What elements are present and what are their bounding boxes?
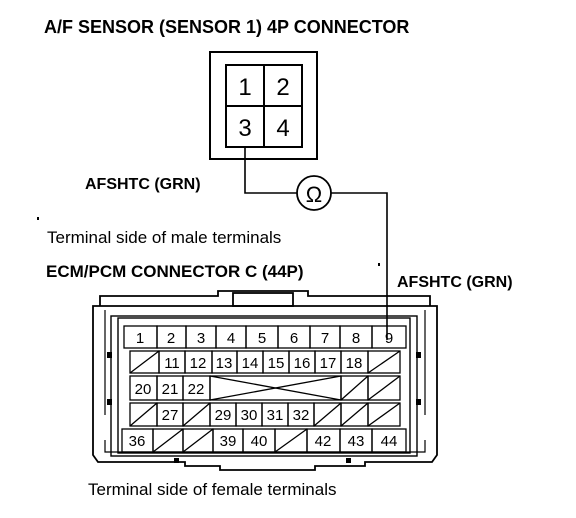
sensor-pin-1: 1 [238,74,251,101]
ecm-row-2-labels: 11 12 13 14 15 16 17 18 [164,355,362,372]
ecm-terminal-14: 14 [242,355,259,372]
ecm-terminal-20: 20 [135,381,152,398]
sensor-pin-4: 4 [276,115,289,142]
sensor-connector-title: A/F SENSOR (SENSOR 1) 4P CONNECTOR [44,17,409,37]
ecm-terminal-30: 30 [241,407,258,424]
ecm-terminal-15: 15 [268,355,285,372]
ohmmeter-icon [296,175,332,211]
ecm-44p-connector [92,290,438,471]
ecm-row-4-labels: 27 29 30 31 32 [162,407,310,424]
ecm-terminal-22: 22 [188,381,205,398]
ecm-terminal-12: 12 [190,355,207,372]
ecm-terminal-39: 39 [220,433,237,450]
ecm-terminal-7: 7 [321,330,329,347]
ecm-terminal-29: 29 [215,407,232,424]
ecm-row-2 [129,350,401,374]
ecm-terminal-43: 43 [348,433,365,450]
male-side-caption: Terminal side of male terminals [47,228,281,247]
connector-latch-marks [107,352,421,463]
ecm-row-3-labels: 20 21 22 [135,381,205,398]
ecm-terminal-5: 5 [258,330,266,347]
sensor-pin-2: 2 [276,74,289,101]
ecm-terminal-2: 2 [167,330,175,347]
ecm-terminal-40: 40 [251,433,268,450]
right-wire-label: AFSHTC (GRN) [397,274,513,291]
ecm-row-4 [129,402,401,427]
ecm-connector-title: ECM/PCM CONNECTOR C (44P) [46,262,304,281]
ecm-terminal-6: 6 [290,330,298,347]
ecm-terminal-13: 13 [216,355,233,372]
ecm-row-3 [129,375,401,401]
ecm-terminal-31: 31 [267,407,284,424]
ecm-terminal-8: 8 [352,330,360,347]
sensor-pin-3: 3 [238,115,251,142]
test-wire: Ω [244,147,388,340]
ecm-terminal-4: 4 [227,330,235,347]
ecm-row-1: 1 2 3 4 5 6 7 8 9 [123,325,407,349]
ecm-row-5 [121,428,407,453]
ecm-terminal-42: 42 [315,433,332,450]
ecm-terminal-16: 16 [294,355,311,372]
ecm-terminal-32: 32 [293,407,310,424]
ecm-terminal-3: 3 [197,330,205,347]
ecm-terminal-9: 9 [385,330,393,347]
female-side-caption: Terminal side of female terminals [88,480,336,499]
ecm-terminal-21: 21 [162,381,179,398]
sensor-4p-connector: 1 2 3 4 [209,51,318,160]
ohm-symbol: Ω [306,182,322,207]
ecm-terminal-1: 1 [136,330,144,347]
ecm-terminal-36: 36 [129,433,146,450]
ecm-terminal-17: 17 [320,355,337,372]
left-wire-label: AFSHTC (GRN) [85,176,201,193]
ecm-terminal-grid: 1 2 3 4 5 6 7 8 9 11 12 [121,325,407,453]
ecm-terminal-27: 27 [162,407,179,424]
ecm-terminal-44: 44 [381,433,398,450]
ecm-terminal-11: 11 [164,355,180,372]
ecm-terminal-18: 18 [346,355,363,372]
scan-ticks [37,217,380,266]
ecm-row-5-labels: 36 39 40 42 43 44 [129,433,398,450]
